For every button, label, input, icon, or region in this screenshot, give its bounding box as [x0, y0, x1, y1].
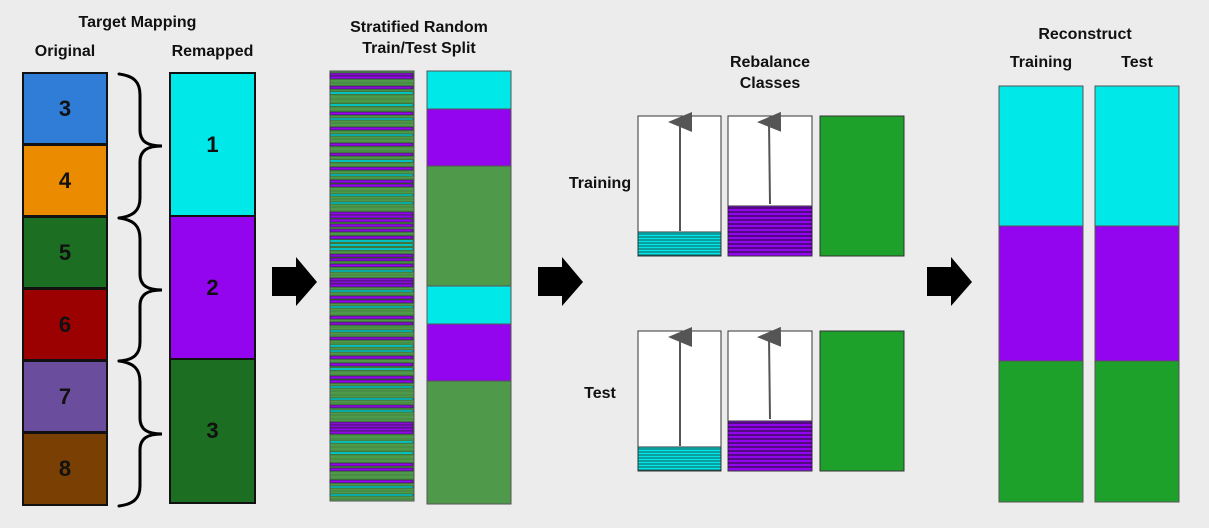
brace-2	[117, 216, 163, 363]
split-train-cyan	[426, 70, 512, 110]
reconstruct-training-column	[998, 85, 1084, 503]
split-stripe-purple	[329, 321, 414, 326]
split-train-green	[426, 165, 512, 287]
split-stripe-cyan	[329, 91, 414, 95]
remapped-column-label: Remapped	[171, 43, 254, 60]
split-title-line1: Stratified Random	[350, 19, 488, 36]
original-class-8: 8	[22, 432, 108, 506]
training-green-box	[819, 115, 905, 257]
original-class-7: 7	[22, 360, 108, 433]
split-stripe-purple	[329, 336, 414, 341]
brace-3	[117, 359, 163, 508]
training-row-label: Training	[568, 175, 632, 192]
arrow-right-icon	[272, 257, 317, 306]
split-test-purple	[426, 323, 512, 382]
rebalance-title-line2: Classes	[739, 75, 801, 92]
split-train-purple	[426, 108, 512, 167]
up-arrow-icon	[757, 111, 782, 205]
original-class-4: 4	[22, 144, 108, 217]
brace-1	[117, 72, 163, 220]
split-stripe-purple	[329, 228, 414, 233]
reconstruct-training-label: Training	[1009, 54, 1073, 71]
split-stripe-cyan	[329, 243, 414, 247]
split-sorted-column	[426, 70, 512, 505]
split-stripe-purple	[329, 152, 414, 157]
split-stripe-cyan	[329, 247, 414, 251]
original-column-label: Original	[34, 43, 96, 60]
split-stripe-purple	[329, 404, 414, 409]
up-arrow-icon	[757, 326, 782, 420]
original-class-3: 3	[22, 72, 108, 145]
arrow-right-icon	[927, 257, 972, 306]
split-stripe-purple	[329, 253, 414, 258]
split-stripe-cyan	[329, 239, 414, 243]
rebalance-title-line1: Rebalance	[729, 54, 811, 71]
split-stripe-purple	[329, 257, 414, 262]
reconstruct-test-column	[1094, 85, 1180, 503]
split-stripe-cyan	[329, 103, 414, 107]
split-stripe-purple	[329, 85, 414, 90]
split-stripe-cyan	[329, 367, 414, 371]
test-row-label: Test	[584, 385, 616, 402]
original-class-5: 5	[22, 216, 108, 289]
remapped-class-3: 3	[169, 358, 256, 504]
split-stripe-cyan	[329, 159, 414, 163]
remapped-class-2: 2	[169, 215, 256, 360]
original-class-6: 6	[22, 288, 108, 361]
split-test-green	[426, 380, 512, 505]
split-title-line2: Train/Test Split	[362, 40, 476, 57]
split-stripe-cyan	[329, 451, 414, 455]
split-test-cyan	[426, 285, 512, 325]
test-green-box	[819, 330, 905, 472]
reconstruct-title: Reconstruct	[1038, 26, 1132, 43]
target-mapping-title: Target Mapping	[78, 14, 197, 31]
arrow-right-icon	[538, 257, 583, 306]
reconstruct-test-label: Test	[1121, 54, 1153, 71]
